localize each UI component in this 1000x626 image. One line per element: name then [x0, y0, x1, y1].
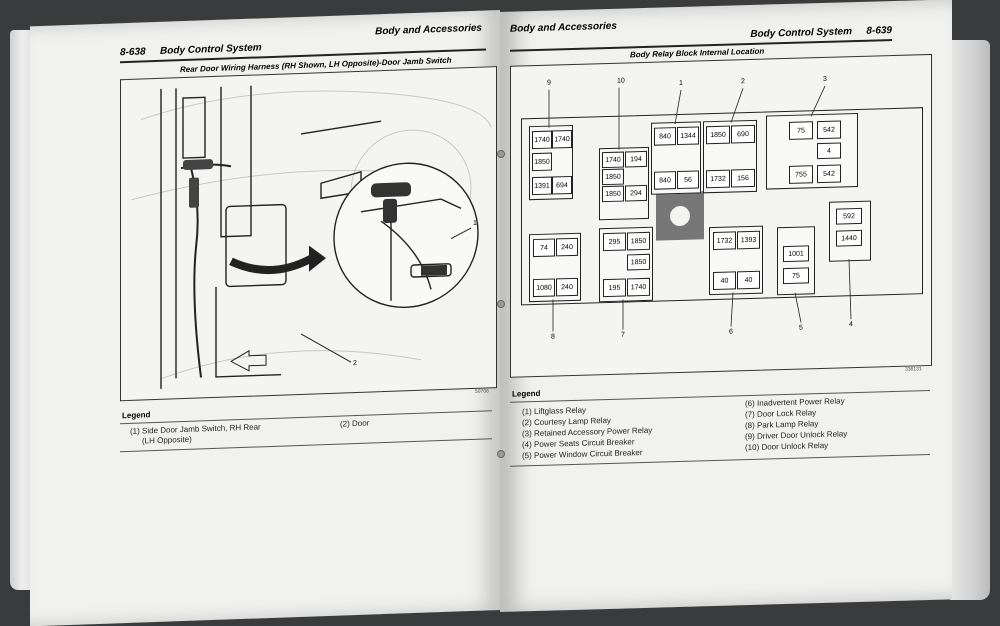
left-page: 8-638 Body Control System Body and Acces… [30, 10, 500, 626]
legend-inadvertent-power-relay: (6) Inadvertent Power Relay [745, 396, 845, 409]
left-figure-code: 50706 [475, 388, 489, 395]
legend-courtesy-lamp-relay: (2) Courtesy Lamp Relay [522, 415, 611, 428]
left-legend-item-2: (2) Door [340, 418, 370, 429]
left-legend-item-1: (1) Side Door Jamb Switch, RH Rear [130, 422, 261, 436]
legend-door-unlock-relay: (10) Door Unlock Relay [745, 440, 829, 453]
binding-hole [497, 150, 505, 158]
right-page-number: 8-639 [866, 25, 892, 37]
right-legend-title: Legend [512, 388, 541, 399]
legend-power-seats-circuit-breaker: (4) Power Seats Circuit Breaker [522, 437, 635, 450]
door-jamb-figure: 1 2 [120, 66, 497, 402]
left-system-title: Body Control System [160, 42, 262, 57]
right-page-header: Body and Accessories Body Control System… [510, 13, 892, 52]
legend-power-window-circuit-breaker: (5) Power Window Circuit Breaker [522, 448, 643, 461]
left-page-number: 8-638 [120, 46, 146, 59]
legend-park-lamp-relay: (8) Park Lamp Relay [745, 419, 819, 431]
right-page: Body and Accessories Body Control System… [500, 0, 952, 612]
right-system-title: Body Control System [750, 26, 852, 41]
right-page-edges [950, 40, 990, 600]
right-figure-title: Body Relay Block Internal Location [630, 46, 765, 60]
left-section-title: Body and Accessories [375, 22, 482, 38]
legend-driver-door-unlock-relay: (9) Driver Door Unlock Relay [745, 429, 848, 442]
binding-hole [497, 300, 505, 308]
left-legend-item-1-cont: (LH Opposite) [142, 434, 192, 446]
left-legend-title: Legend [122, 410, 151, 421]
right-section-title: Body and Accessories [510, 20, 617, 35]
relay-block-figure: 1740 1740 1850 1391 694 1740 194 1850 18… [510, 53, 932, 378]
callout-1: 1 [473, 219, 477, 227]
callout-leader-lines [548, 85, 852, 332]
callout-2: 2 [353, 359, 357, 368]
legend-liftglass-relay: (1) Liftglass Relay [522, 405, 587, 417]
binding-hole [497, 450, 505, 458]
legend-door-lock-relay: (7) Door Lock Relay [745, 408, 817, 420]
right-legend-rule [510, 389, 930, 403]
door-wiring-illustration [130, 85, 492, 389]
left-legend-rule [120, 410, 492, 425]
right-figure-code: 336131 [905, 366, 922, 373]
